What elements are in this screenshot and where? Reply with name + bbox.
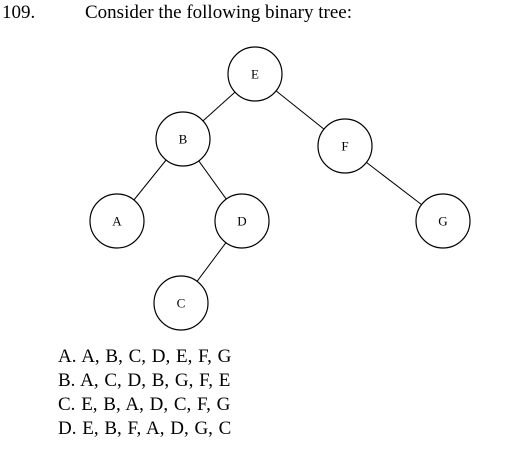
option-letter: D. — [58, 418, 77, 439]
binary-tree-diagram: E B F A D G C — [89, 46, 471, 331]
question-text: Consider the following binary tree: — [85, 2, 352, 23]
tree-node-c: C — [153, 275, 209, 331]
tree-node-d: D — [214, 193, 270, 249]
node-label: C — [177, 296, 186, 311]
answer-options: A. A, B, C, D, E, F, G B. A, C, D, B, G,… — [58, 345, 231, 441]
tree-edge-f-g — [366, 162, 422, 205]
tree-node-e: E — [227, 46, 283, 102]
node-label: B — [179, 132, 188, 147]
node-label: D — [237, 214, 246, 229]
node-circle — [89, 193, 145, 249]
tree-edge-e-b — [202, 91, 236, 122]
tree-node-a: A — [89, 193, 145, 249]
question-number: 109. — [2, 2, 36, 23]
node-circle — [214, 193, 270, 249]
option-text: E, B, A, D, C, F, G — [81, 394, 231, 415]
node-circle — [155, 111, 211, 167]
tree-edge-b-d — [198, 160, 227, 200]
tree-node-g: G — [415, 193, 471, 249]
option-text: A, B, C, D, E, F, G — [81, 346, 232, 367]
option-letter: C. — [58, 394, 76, 415]
answer-option-b: B. A, C, D, B, G, F, E — [58, 369, 231, 393]
node-label: E — [251, 67, 259, 82]
tree-edge-b-a — [133, 159, 167, 201]
tree-nodes: E B F A D G C — [89, 46, 471, 331]
node-circle — [227, 46, 283, 102]
node-label: A — [112, 214, 122, 229]
tree-edges — [133, 90, 422, 282]
option-letter: B. — [58, 370, 76, 391]
answer-option-d: D. E, B, F, A, D, G, C — [58, 417, 231, 441]
tree-edge-e-f — [275, 90, 325, 130]
answer-option-c: C. E, B, A, D, C, F, G — [58, 393, 231, 417]
option-letter: A. — [58, 346, 77, 367]
node-label: G — [438, 214, 447, 229]
tree-node-b: B — [155, 111, 211, 167]
tree-edge-d-c — [196, 242, 227, 282]
node-circle — [153, 275, 209, 331]
option-text: A, C, D, B, G, F, E — [80, 370, 231, 391]
option-text: E, B, F, A, D, G, C — [82, 418, 232, 439]
node-circle — [415, 193, 471, 249]
answer-option-a: A. A, B, C, D, E, F, G — [58, 345, 231, 369]
node-label: F — [341, 139, 348, 154]
tree-node-f: F — [317, 118, 373, 174]
node-circle — [317, 118, 373, 174]
